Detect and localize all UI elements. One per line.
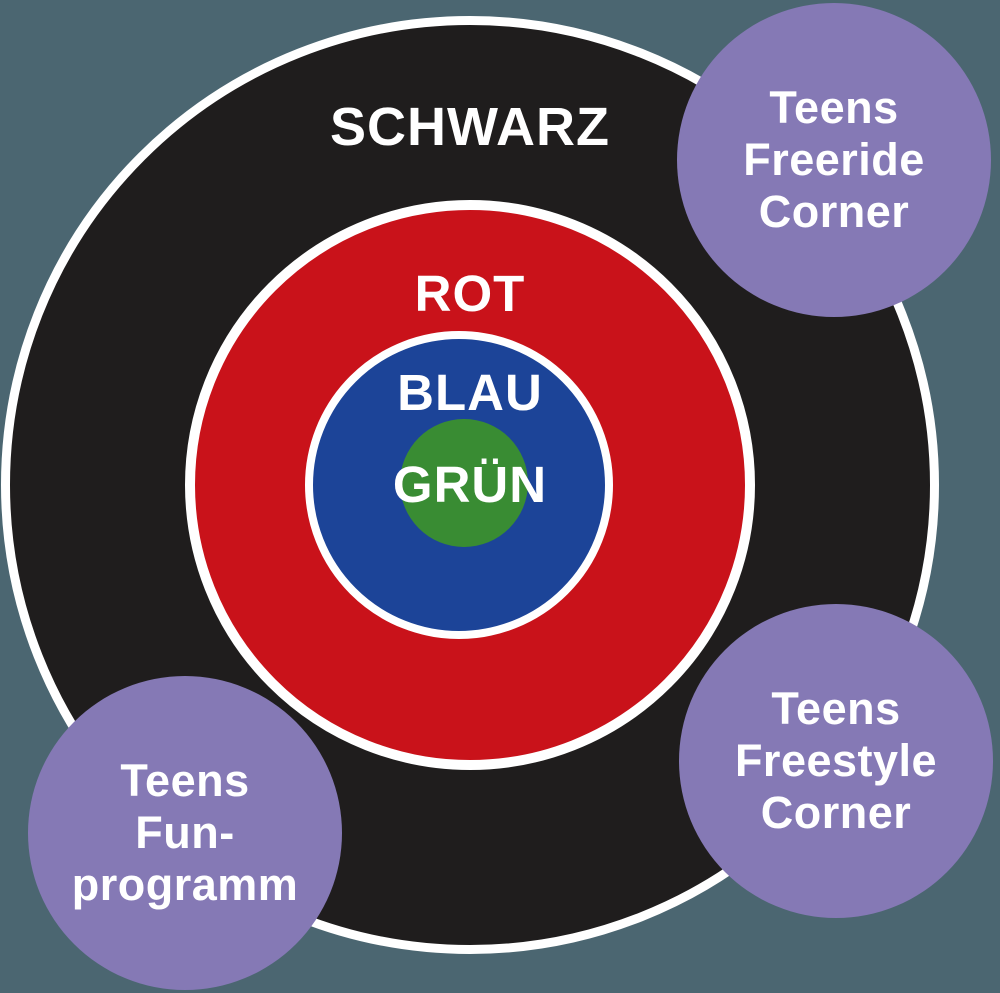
- ring-gruen-circle: [400, 419, 528, 547]
- ring-label-rot: ROT: [414, 265, 526, 322]
- satellite-label-line: Teens: [769, 82, 899, 133]
- satellite-label-line: Fun-: [135, 807, 235, 858]
- satellite-label-line: Corner: [758, 186, 910, 237]
- ring-label-gruen: GRÜN: [392, 456, 548, 513]
- satellite-teens-fun-programm: Teens Fun- programm: [28, 676, 342, 990]
- satellite-teens-freeride-corner: Teens Freeride Corner: [677, 3, 991, 317]
- ring-label-blau: BLAU: [397, 364, 543, 421]
- satellite-label-line: Teens: [771, 683, 901, 734]
- satellite-label-line: Freestyle: [734, 735, 938, 786]
- ring-label-schwarz: SCHWARZ: [330, 97, 610, 157]
- satellite-label-line: Freeride: [743, 134, 925, 185]
- satellite-label-line: programm: [71, 859, 299, 910]
- satellite-label-line: Corner: [760, 787, 912, 838]
- satellite-teens-freestyle-corner: Teens Freestyle Corner: [679, 604, 993, 918]
- satellite-label-line: Teens: [120, 755, 250, 806]
